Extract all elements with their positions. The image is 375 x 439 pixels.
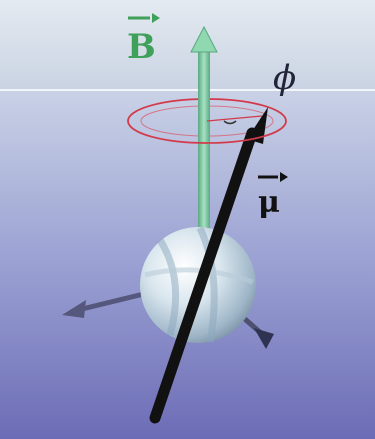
angle-label: ϕ (273, 58, 296, 98)
sky-background (0, 0, 375, 90)
field-label: B (127, 27, 156, 67)
precession-circle-front (127, 120, 287, 144)
moment-label: μ (258, 185, 280, 220)
field-label-vector-tip (152, 13, 160, 23)
angle-radius-line (206, 115, 263, 122)
moment-label-vector-tip (280, 172, 288, 182)
magnetic-moment-arrow-icon (149, 107, 268, 424)
magnetic-field-arrow-icon (190, 25, 218, 250)
angle-arc (223, 120, 237, 125)
